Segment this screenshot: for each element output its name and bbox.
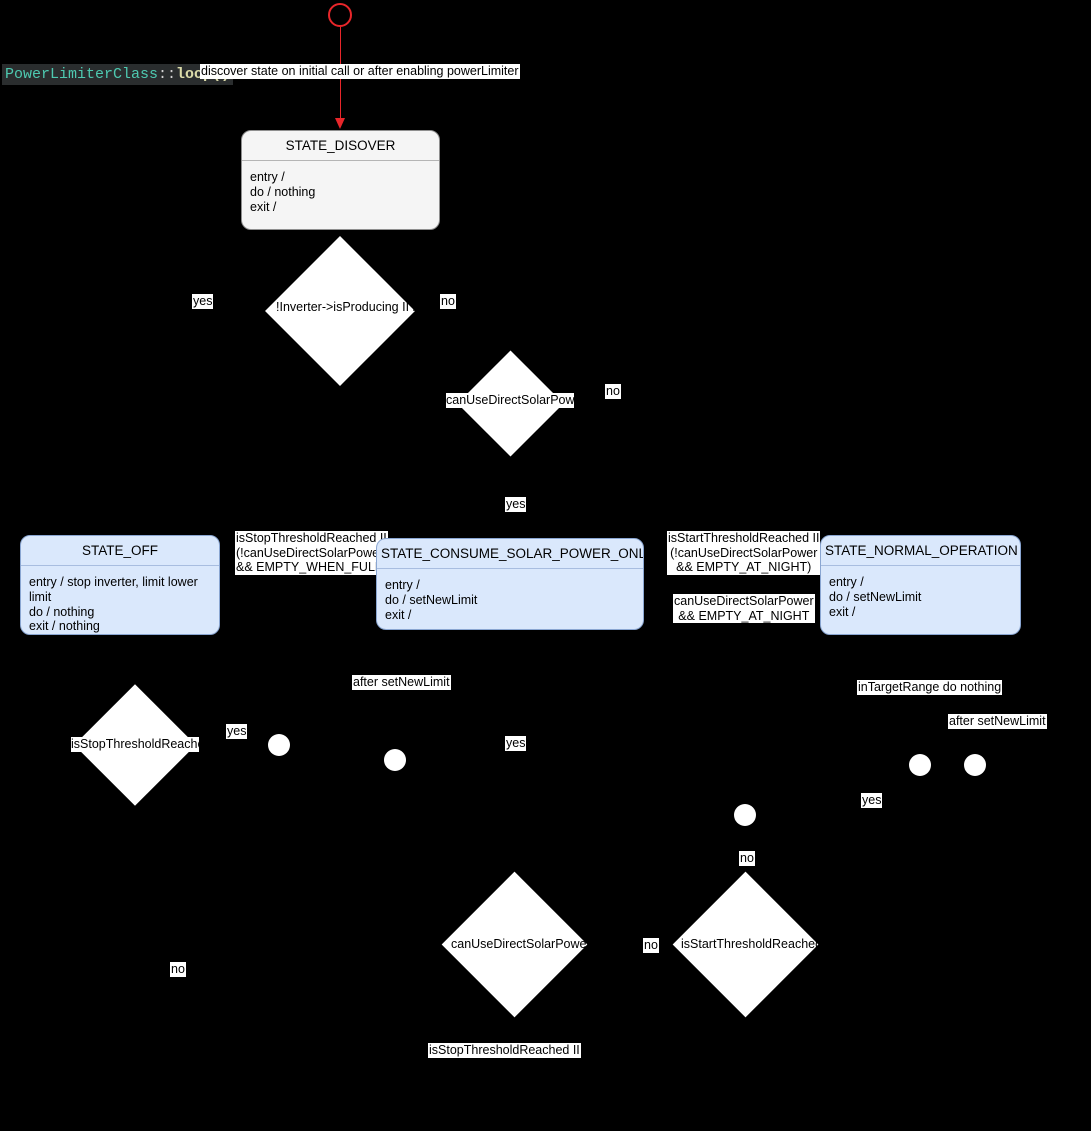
edge-label-yes-consume-solar: yes <box>505 736 527 751</box>
state-body: entry / stop inverter, limit lower limit… <box>29 575 198 634</box>
edge-label-guard-is-stop-threshold-reached-or: isStopThresholdReached II <box>428 1043 581 1058</box>
state-body: entry / do / setNewLimit exit / <box>829 575 922 619</box>
edge-label-no-start-threshold-up: no <box>739 851 755 866</box>
decision-diamond-inverter-producing[interactable] <box>265 236 415 386</box>
edge-label-discover: discover state on initial call or after … <box>200 64 520 79</box>
edge-label-yes-normal-operation: yes <box>861 793 883 808</box>
edge-label-yes-stop-threshold: yes <box>226 724 248 739</box>
state-title: STATE_OFF <box>21 536 219 566</box>
state-title: STATE_CONSUME_SOLAR_POWER_ONLY <box>377 539 643 569</box>
edge-label-no-bottom-left: no <box>170 962 186 977</box>
edge-label-after-set-new-limit-right: after setNewLimit <box>948 714 1047 729</box>
junction-dot-1 <box>268 734 290 756</box>
state-title: STATE_DISOVER <box>242 131 439 161</box>
edge-label-yes-solar-top-bottom: yes <box>505 497 527 512</box>
title-separator: :: <box>158 66 177 83</box>
state-box-state-off[interactable]: STATE_OFF entry / stop inverter, limit l… <box>20 535 220 635</box>
edge-label-yes-discover-left: yes <box>192 294 214 309</box>
decision-diamond-is-stop-threshold-reached[interactable] <box>74 684 196 806</box>
decision-diamond-can-use-direct-solar-power-bottom[interactable] <box>441 871 588 1018</box>
edge-label-after-set-new-limit-left: after setNewLimit <box>352 675 451 690</box>
state-box-state-disover[interactable]: STATE_DISOVER entry / do / nothing exit … <box>241 130 440 230</box>
junction-dot-3 <box>909 754 931 776</box>
state-body: entry / do / setNewLimit exit / <box>385 578 478 622</box>
junction-dot-5 <box>734 804 756 826</box>
page-title: PowerLimiterClass::loop() <box>2 64 234 85</box>
state-body: entry / do / nothing exit / <box>250 170 316 214</box>
start-node-icon <box>328 3 352 27</box>
edge-label-guard-start-or-empty-at-night: isStartThresholdReached II (!canUseDirec… <box>667 531 821 575</box>
edge-label-no-discover-right: no <box>440 294 456 309</box>
decision-diamond-can-use-direct-solar-power-top[interactable] <box>457 350 564 457</box>
junction-dot-2 <box>384 749 406 771</box>
state-box-state-consume-solar-power-only[interactable]: STATE_CONSUME_SOLAR_POWER_ONLY entry / d… <box>376 538 644 630</box>
edge-label-in-target-range: inTargetRange do nothing <box>857 680 1003 695</box>
start-transition-arrowhead <box>334 118 345 129</box>
title-class-name: PowerLimiterClass <box>5 66 159 83</box>
edge-label-no-start-threshold-left: no <box>643 938 659 953</box>
junction-dot-4 <box>964 754 986 776</box>
edge-label-guard-stop-or-empty-when-full: isStopThresholdReached II (!canUseDirect… <box>235 531 388 575</box>
decision-diamond-is-start-threshold-reached[interactable] <box>672 871 819 1018</box>
state-title: STATE_NORMAL_OPERATION <box>821 536 1020 566</box>
edge-label-no-solar-top-right: no <box>605 384 621 399</box>
edge-label-guard-can-use-solar-empty-at-night: canUseDirectSolarPower && EMPTY_AT_NIGHT <box>673 594 815 624</box>
state-box-state-normal-operation[interactable]: STATE_NORMAL_OPERATION entry / do / setN… <box>820 535 1021 635</box>
